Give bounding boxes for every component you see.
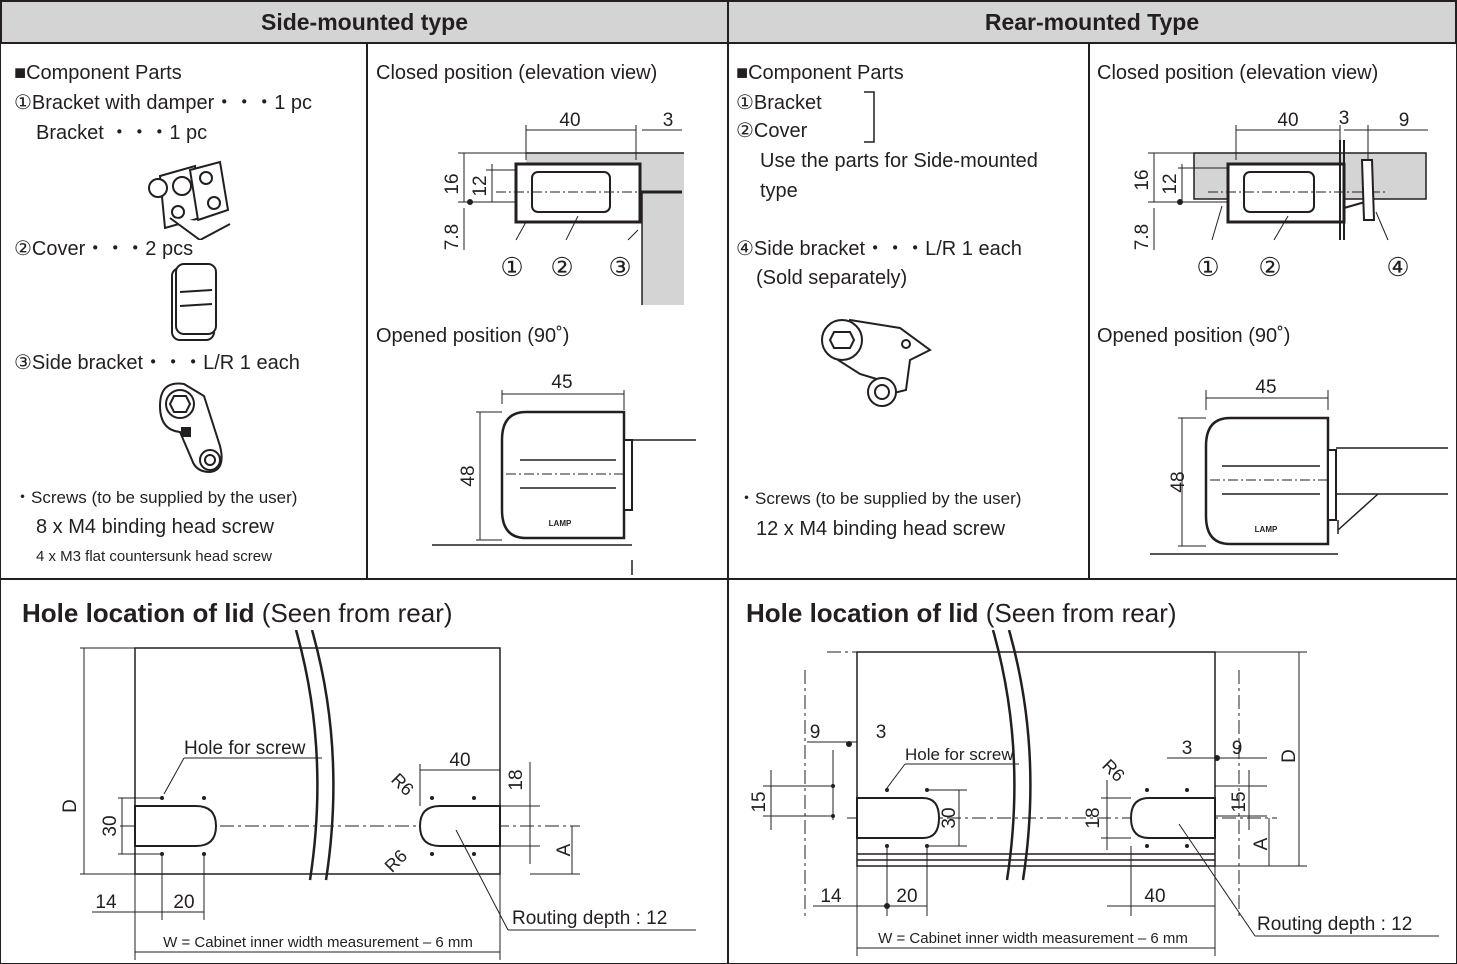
- side-screws1: 8 x M4 binding head screw: [36, 516, 274, 538]
- rear-hole-dim-40: 40: [1144, 886, 1165, 907]
- side-callout-2: ②: [550, 252, 573, 282]
- rear-lamp-label: LAMP: [1255, 525, 1278, 534]
- rear-closed-title: Closed position (elevation view): [1097, 62, 1379, 84]
- rear-opened-dim-48: 48: [1168, 471, 1189, 492]
- rear-parts-bracket: [864, 91, 875, 143]
- rear-closed-dim-16: 16: [1132, 169, 1153, 190]
- rear-part2: ②Cover: [736, 120, 808, 142]
- rear-parts-cell: [727, 42, 1090, 580]
- side-callout-1: ①: [500, 252, 523, 282]
- cover-image: [171, 263, 217, 341]
- rear-callout-1: ①: [1196, 252, 1219, 282]
- side-parts-cell: [0, 42, 368, 580]
- side-hole-dim-14: 14: [95, 892, 117, 913]
- side-hole-title-bold: Hole location of lid: [22, 598, 255, 628]
- rear-hole-dim-3a: 3: [876, 722, 887, 743]
- rear-use-note2: type: [760, 180, 798, 202]
- side-opened-dim-45: 45: [551, 372, 572, 393]
- side-part2: ②Cover・・・2 pcs: [14, 238, 194, 260]
- rear-closed-dim-3: 3: [1339, 108, 1350, 129]
- side-hole-dim-a: A: [554, 843, 575, 856]
- side-hole-diagram: D 30 14 20 Hole for screw 40 18 R6 R6 A …: [60, 630, 696, 960]
- rear-closed-dim-12: 12: [1160, 173, 1181, 194]
- side-hole-dim-d: D: [60, 799, 81, 813]
- side-parts-title: ■Component Parts: [14, 62, 182, 84]
- side-closed-dim-40: 40: [559, 110, 580, 131]
- side-hole-width: W = Cabinet inner width measurement – 6 …: [163, 934, 473, 951]
- rear-screws1: 12 x M4 binding head screw: [756, 518, 1006, 540]
- side-closed-dim-12: 12: [470, 175, 491, 196]
- rear-closed-diagram: 40 3 9 16 12 7.8 ① ② ④: [1132, 108, 1428, 282]
- rear-opened-title: Opened position (90˚): [1097, 325, 1291, 347]
- rear-hole-dim-30: 30: [939, 807, 960, 828]
- side-closed-dim-78: 7.8: [442, 224, 463, 250]
- side-bracket-image: [158, 382, 223, 474]
- rear-opened-diagram: 45 48 LAMP: [1150, 377, 1448, 555]
- rear-callout-4: ④: [1386, 252, 1409, 282]
- rear-screws-note: ・Screws (to be supplied by the user): [738, 489, 1022, 508]
- side-hole-dim-40: 40: [449, 750, 470, 771]
- side-hole-dim-20: 20: [173, 892, 194, 913]
- rear-part4: ④Side bracket・・・L/R 1 each: [736, 238, 1022, 260]
- rear-hole-for-screw: Hole for screw: [905, 745, 1014, 764]
- bracket-with-damper-image: [148, 160, 231, 240]
- side-closed-diagram: 40 3 16 12 7.8 ① ② ③: [442, 110, 684, 305]
- rear-hole-routing: Routing depth : 12: [1257, 914, 1412, 935]
- side-opened-diagram: 45 48 LAMP: [432, 372, 696, 575]
- rear-parts-title: ■Component Parts: [736, 62, 904, 84]
- rear-hole-dim-9a: 9: [810, 722, 821, 743]
- rear-use-note1: Use the parts for Side-mounted: [760, 150, 1038, 172]
- side-closed-title: Closed position (elevation view): [376, 62, 658, 84]
- side-hole-for-screw: Hole for screw: [184, 738, 306, 759]
- rear-hole-dim-3b: 3: [1182, 738, 1193, 759]
- side-screws-note: ・Screws (to be supplied by the user): [14, 488, 298, 507]
- side-part1b: Bracket ・・・1 pc: [36, 122, 208, 144]
- rear-hole-title-bold: Hole location of lid: [746, 598, 979, 628]
- rear-mounted-header: Rear-mounted Type: [727, 0, 1457, 44]
- side-hole-routing: Routing depth : 12: [512, 908, 667, 929]
- rear-part1: ①Bracket: [736, 92, 822, 114]
- rear-closed-dim-9: 9: [1399, 110, 1410, 131]
- rear-hole-width: W = Cabinet inner width measurement – 6 …: [878, 930, 1188, 947]
- side-mounted-title: Side-mounted type: [260, 8, 468, 35]
- side-mounted-header: Side-mounted type: [0, 0, 729, 44]
- rear-hole-dim-9b: 9: [1232, 738, 1243, 759]
- side-hole-title-rest: (Seen from rear): [254, 598, 453, 628]
- rear-hole-title-rest: (Seen from rear): [978, 598, 1177, 628]
- rear-part4b: (Sold separately): [756, 267, 908, 289]
- side-opened-dim-48: 48: [458, 465, 479, 486]
- rear-hole-dim-15a: 15: [749, 791, 770, 812]
- side-closed-dim-3: 3: [663, 110, 674, 131]
- rear-opened-dim-45: 45: [1255, 377, 1276, 398]
- rear-callout-2: ②: [1258, 252, 1281, 282]
- side-lamp-label: LAMP: [549, 519, 572, 528]
- rear-mounted-title: Rear-mounted Type: [984, 8, 1200, 35]
- rear-closed-dim-78: 7.8: [1132, 224, 1153, 250]
- side-screws2: 4 x M3 flat countersunk head screw: [36, 548, 272, 565]
- side-callout-3: ③: [608, 252, 631, 282]
- side-hole-dim-18: 18: [506, 769, 527, 790]
- rear-closed-dim-40: 40: [1277, 110, 1298, 131]
- side-hole-title: Hole location of lid (Seen from rear): [22, 598, 453, 628]
- side-part3: ③Side bracket・・・L/R 1 each: [14, 352, 300, 374]
- side-part1: ①Bracket with damper・・・1 pc: [14, 92, 313, 114]
- side-diagram-cell: [366, 42, 729, 580]
- rear-hole-dim-d: D: [1279, 749, 1300, 763]
- rear-hole-dim-20: 20: [896, 886, 917, 907]
- rear-hole-dim-a: A: [1251, 837, 1272, 850]
- rear-hole-dim-14: 14: [820, 886, 842, 907]
- side-opened-title: Opened position (90˚): [376, 325, 570, 347]
- rear-hole-dim-18: 18: [1083, 807, 1104, 828]
- side-closed-dim-16: 16: [442, 173, 463, 194]
- rear-hole-title: Hole location of lid (Seen from rear): [746, 598, 1177, 628]
- side-hole-dim-30: 30: [100, 815, 121, 836]
- rear-hole-diagram: 9 3 15 Hole for screw 30 3 9 15 18 R6 A …: [749, 630, 1439, 956]
- rear-side-bracket-image: [821, 318, 932, 407]
- rear-hole-dim-15b: 15: [1229, 791, 1250, 812]
